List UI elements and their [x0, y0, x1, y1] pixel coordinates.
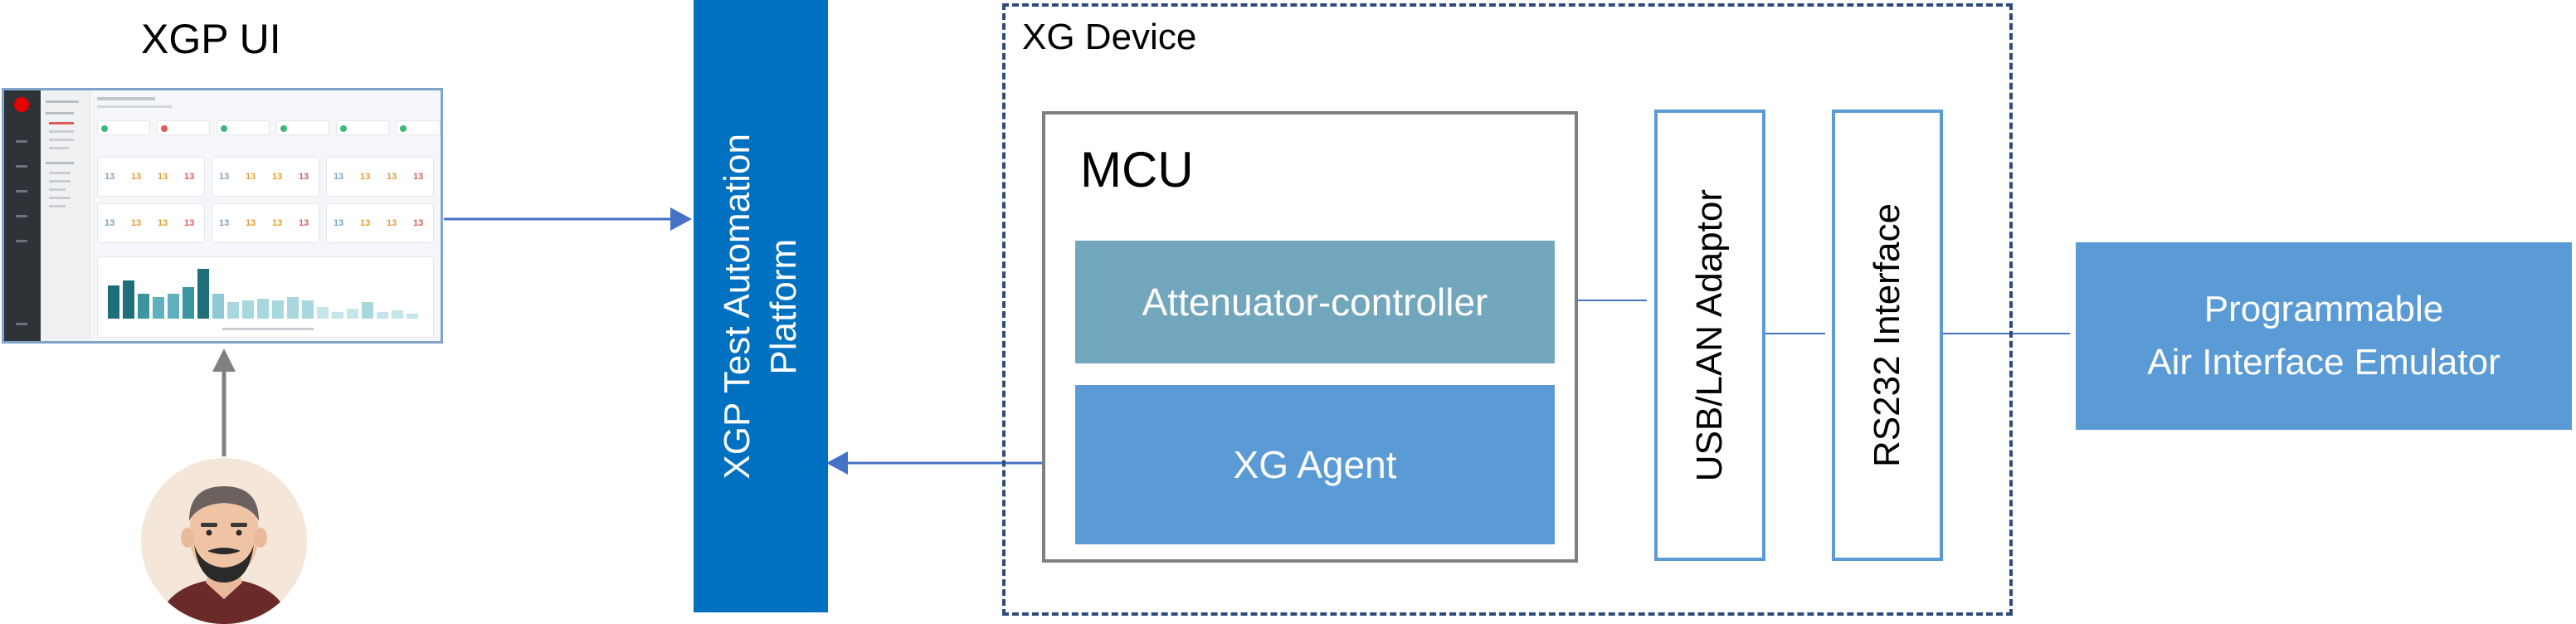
dashboard-screenshot-icon: 13 13 13 13 13 13 13 13 13 13 13 13 13 1…: [2, 88, 443, 344]
xg-agent-label: XG Agent: [1233, 443, 1397, 486]
usb-lan-adaptor-box: USB/LAN Adaptor: [1654, 110, 1765, 561]
platform-label-line1: XGP Test Automation: [717, 133, 757, 480]
xg-device-label: XG Device: [1022, 17, 1197, 57]
user-avatar-icon: [141, 458, 307, 624]
xgp-test-automation-platform: XGP Test Automation Platform: [694, 0, 828, 612]
attenuator-controller-box: Attenuator-controller: [1075, 241, 1555, 363]
rs232-interface-box: RS232 Interface: [1832, 110, 1943, 561]
usb-lan-adaptor-label: USB/LAN Adaptor: [1689, 188, 1730, 482]
air-interface-emulator-box: Programmable Air Interface Emulator: [2076, 242, 2572, 430]
mcu-label: MCU: [1080, 142, 1194, 197]
xgp-ui-label: XGP UI: [141, 16, 281, 62]
platform-label-line2: Platform: [763, 238, 804, 374]
xg-device-container: [1002, 3, 2013, 616]
emulator-label-line2: Air Interface Emulator: [2147, 342, 2501, 383]
rs232-interface-label: RS232 Interface: [1867, 203, 1907, 467]
emulator-label-line1: Programmable: [2203, 289, 2444, 329]
attenuator-controller-label: Attenuator-controller: [1142, 280, 1488, 324]
xg-agent-box: XG Agent: [1075, 385, 1555, 544]
